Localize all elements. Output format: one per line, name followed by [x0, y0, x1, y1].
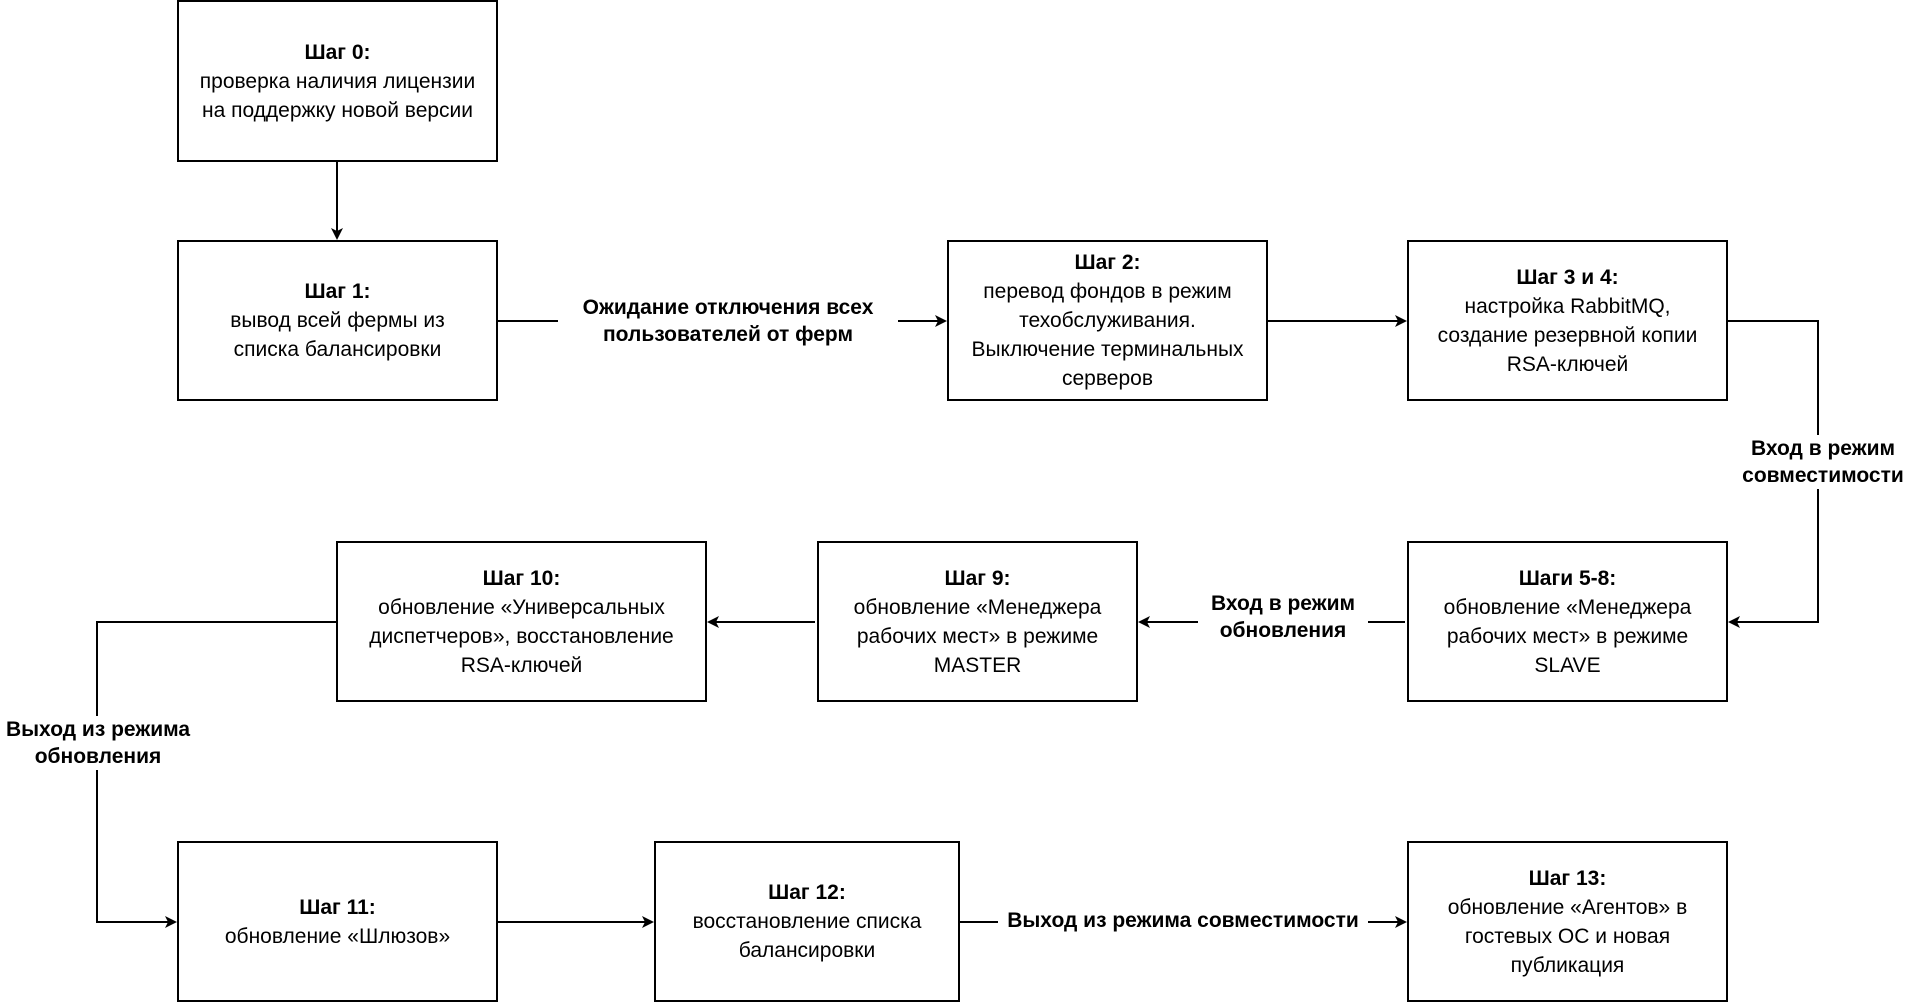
step-5-8-text: обновление «Менеджера рабочих мест» в ре…: [1443, 595, 1692, 677]
step-10-text: обновление «Универсальных диспетчеров», …: [369, 595, 674, 677]
step-2-box: Шаг 2: перевод фондов в режим техобслужи…: [947, 240, 1268, 401]
step-0-text: проверка наличия лицензии на поддержку н…: [199, 69, 476, 122]
step-11-text: обновление «Шлюзов»: [224, 924, 451, 948]
step-2-text: перевод фондов в режим техобслуживания. …: [971, 280, 1244, 390]
step-12-text: восстановление списка балансировки: [692, 910, 922, 962]
step-3-4-title: Шаг 3 и 4:: [1516, 265, 1619, 289]
label-enter-update: Вход в режим обновления: [1198, 590, 1368, 644]
step-5-8-box: Шаги 5-8: обновление «Менеджера рабочих …: [1407, 541, 1728, 702]
label-exit-update: Выход из режима обновления: [0, 716, 196, 770]
step-10-title: Шаг 10:: [482, 566, 561, 590]
step-9-box: Шаг 9: обновление «Менеджера рабочих мес…: [817, 541, 1138, 702]
step-12-title: Шаг 12:: [768, 881, 846, 904]
step-1-box: Шаг 1: вывод всей фермы из списка баланс…: [177, 240, 498, 401]
label-enter-compat: Вход в режим совместимости: [1738, 435, 1908, 489]
step-12-box: Шаг 12: восстановление списка балансиров…: [654, 841, 960, 1002]
step-2-title: Шаг 2:: [1074, 251, 1141, 274]
step-1-text: вывод всей фермы из списка балансировки: [230, 309, 445, 361]
step-1-title: Шаг 1:: [304, 280, 371, 303]
step-5-8-title: Шаги 5-8:: [1518, 566, 1617, 590]
step-3-4-text: настройка RabbitMQ, создание резервной к…: [1437, 294, 1698, 376]
arrow-step10-to-step11: [96, 621, 336, 928]
step-9-text: обновление «Менеджера рабочих мест» в ре…: [853, 595, 1102, 677]
step-11-title: Шаг 11:: [299, 895, 376, 919]
step-11-box: Шаг 11: обновление «Шлюзов»: [177, 841, 498, 1002]
step-3-4-box: Шаг 3 и 4: настройка RabbitMQ, создание …: [1407, 240, 1728, 401]
label-wait-users: Ожидание отключения всех пользователей о…: [558, 294, 898, 348]
step-0-title: Шаг 0:: [304, 40, 371, 64]
step-9-title: Шаг 9:: [944, 566, 1011, 590]
label-exit-compat: Выход из режима совместимости: [998, 907, 1368, 934]
step-13-title: Шаг 13:: [1528, 866, 1607, 890]
step-0-box: Шаг 0: проверка наличия лицензии на подд…: [177, 0, 498, 162]
step-10-box: Шаг 10: обновление «Универсальных диспет…: [336, 541, 707, 702]
step-13-text: обновление «Агентов» в гостевых ОС и нов…: [1447, 895, 1688, 977]
step-13-box: Шаг 13: обновление «Агентов» в гостевых …: [1407, 841, 1728, 1002]
